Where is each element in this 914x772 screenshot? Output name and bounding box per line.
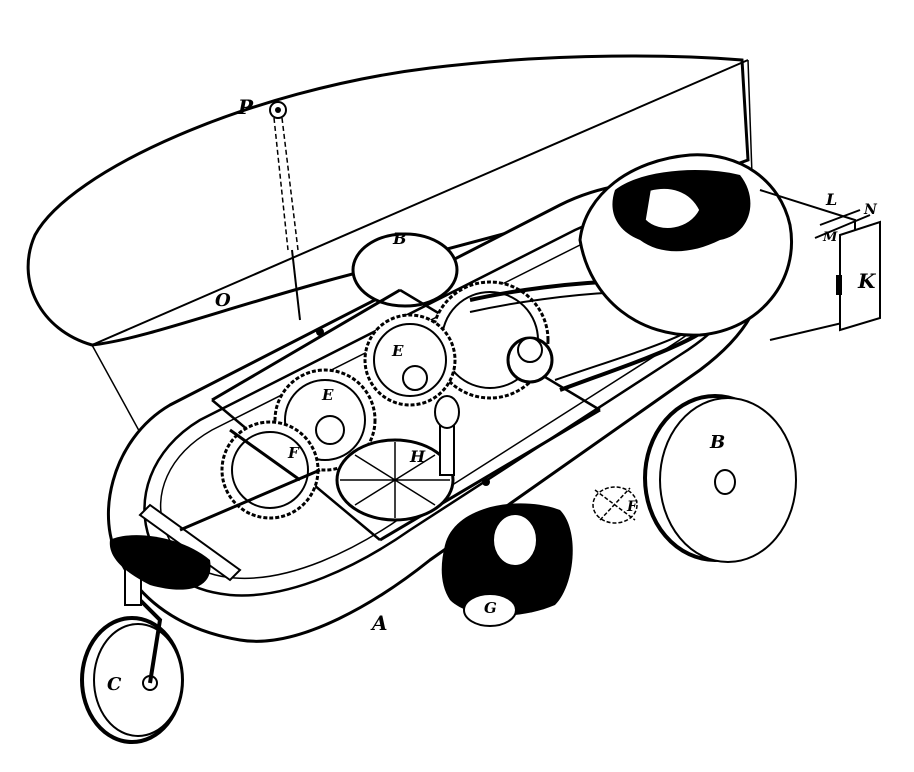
- label-g: G: [484, 599, 497, 617]
- label-o: O: [215, 290, 231, 311]
- flywheel: [335, 395, 460, 522]
- labels: P O B I L N M K E E F H F F G B A C: [107, 95, 878, 695]
- rear-wheel-upper: [351, 232, 459, 308]
- label-b-back: B: [392, 229, 407, 248]
- front-wheel: [80, 535, 211, 744]
- gear-train: [220, 280, 554, 520]
- label-e1: E: [391, 342, 404, 360]
- side-propeller: [592, 486, 638, 524]
- label-f2: F: [508, 516, 520, 532]
- label-i: I: [672, 190, 681, 209]
- label-b-wheel: B: [709, 432, 725, 453]
- label-p: P: [237, 95, 254, 119]
- engine-cowl: [578, 153, 856, 341]
- front-lever: [138, 428, 321, 582]
- label-m: M: [822, 230, 838, 245]
- rear-wheel: [643, 394, 797, 563]
- label-h: H: [409, 447, 426, 466]
- canopy: [26, 54, 753, 561]
- label-f3: F: [626, 499, 638, 515]
- tail-plate: [814, 209, 881, 332]
- label-l: L: [825, 190, 837, 209]
- propeller-housing: [441, 503, 573, 627]
- label-k: K: [857, 269, 877, 293]
- label-f1: F: [287, 444, 300, 462]
- label-a: A: [370, 611, 388, 635]
- label-n: N: [863, 202, 878, 218]
- label-c: C: [107, 674, 122, 695]
- pull-rod: [269, 101, 301, 321]
- label-e2: E: [321, 386, 334, 404]
